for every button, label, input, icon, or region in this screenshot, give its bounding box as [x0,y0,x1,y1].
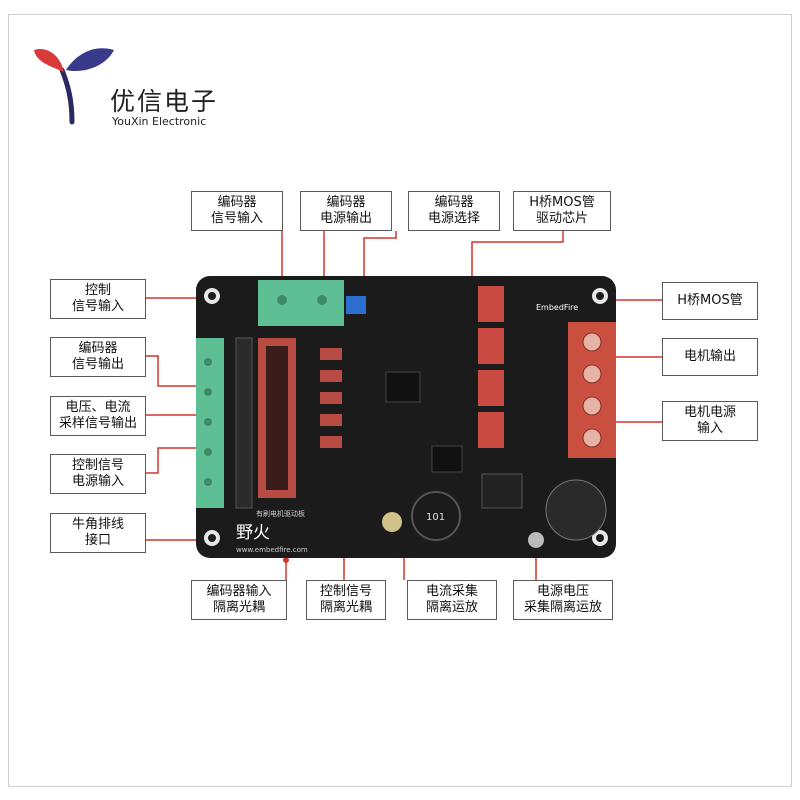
label-hbridge-driver-chip: H桥MOS管 驱动芯片 [513,191,611,231]
frame-top-line [8,14,792,15]
label-control-signal-isolation: 控制信号 隔离光耦 [306,580,386,620]
board-website: www.embedfire.com [236,546,308,554]
label-ox-horn-header: 牛角排线 接口 [50,513,146,553]
label-motor-power-input: 电机电源 输入 [662,401,758,441]
label-control-signal-input: 控制 信号输入 [50,279,146,319]
label-motor-output: 电机输出 [662,338,758,376]
board-logo-text: 野火 [236,523,270,543]
frame-bottom-line [8,786,792,787]
label-encoder-power-select: 编码器 电源选择 [408,191,500,231]
label-encoder-power-output: 编码器 电源输出 [300,191,392,231]
label-encoder-signal-output: 编码器 信号输出 [50,337,146,377]
motor-driver-board: EmbedFire 101 野火 www.embedfire.com 有刷电机驱… [196,276,616,558]
label-control-signal-power-input: 控制信号 电源输入 [50,454,146,494]
board-silk-brand: EmbedFire [536,303,578,312]
label-encoder-signal-input: 编码器 信号输入 [191,191,283,231]
brand-name-en: YouXin Electronic [112,115,207,128]
brand-name-cn: 优信电子 [110,87,219,116]
frame-right-line [791,14,792,786]
frame-left-line [8,14,9,786]
mounting-hole-icon [204,288,608,546]
label-current-sample-opamp: 电流采集 隔离运放 [407,580,497,620]
label-hbridge-mos: H桥MOS管 [662,282,758,320]
label-voltage-sample-opamp: 电源电压 采集隔离运放 [513,580,613,620]
inductor-marking: 101 [426,512,445,523]
youxin-logo-icon [34,48,114,125]
label-encoder-input-isolation: 编码器输入 隔离光耦 [191,580,287,620]
board-title-silk: 有刷电机驱动板 [256,509,305,518]
label-voltage-current-sample-output: 电压、电流 采样信号输出 [50,396,146,436]
